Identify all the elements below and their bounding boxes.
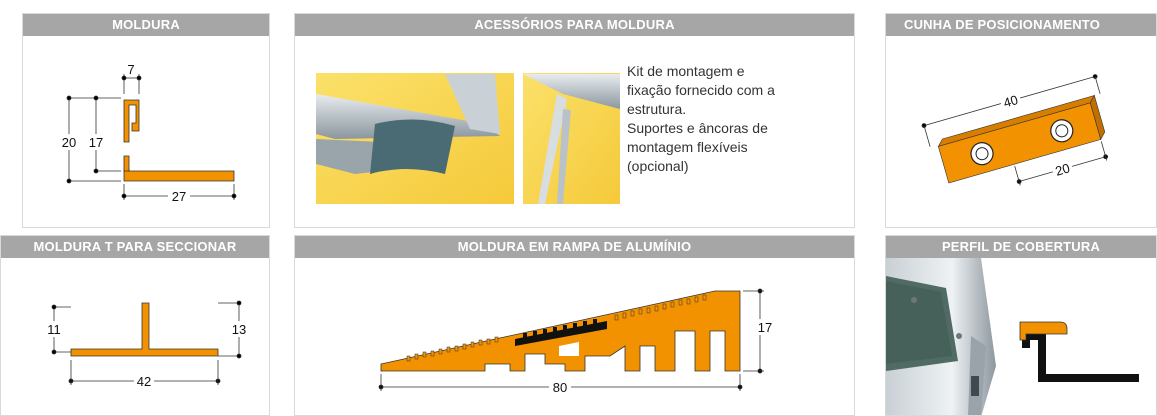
dim-height: 17 (758, 320, 772, 335)
dim-left: 11 (47, 322, 61, 337)
t-profile-shape (70, 302, 219, 357)
acessorios-description: Kit de montagem e fixação fornecido com … (627, 62, 827, 176)
cunha-drawing: 40 20 (921, 74, 1109, 186)
dim-length: 40 (1002, 92, 1020, 110)
moldura-profile-shape (123, 99, 140, 143)
panel-moldura: MOLDURA 7 20 17 27 (22, 13, 270, 228)
photo-mounting-kit (316, 73, 514, 204)
moldura-t-drawing: 11 13 42 (46, 300, 247, 389)
description-line: (opcional) (627, 158, 689, 174)
panel-cunha: CUNHA DE POSICIONAMENTO 40 20 (885, 13, 1157, 228)
description-line: Kit de montagem e (627, 63, 745, 79)
panel-rampa: MOLDURA EM RAMPA DE ALUMÍNIO (294, 235, 855, 416)
photo-mat-corner (886, 258, 996, 415)
photo-flexible-anchors (523, 73, 620, 204)
cover-profile-black (1022, 332, 1139, 382)
perfil-drawing (886, 258, 1139, 415)
description-line: Suportes e âncoras de (627, 120, 768, 136)
dim-spacing: 20 (1054, 160, 1072, 178)
dim-bottom: 27 (172, 189, 186, 204)
dim-left-inner: 17 (89, 135, 103, 150)
moldura-profile-drawing: 7 20 17 27 (62, 62, 237, 204)
panel-perfil: PERFIL DE COBERTURA (885, 235, 1157, 416)
panel-title: MOLDURA EM RAMPA DE ALUMÍNIO (295, 236, 854, 258)
ramp-insert (515, 321, 607, 346)
dim-left-outer: 20 (62, 135, 76, 150)
description-line: fixação fornecido com a (627, 82, 775, 98)
panel-moldura-t: MOLDURA T PARA SECCIONAR 11 13 42 (0, 235, 270, 416)
dim-bottom: 42 (137, 374, 151, 389)
acessorios-photos (316, 73, 620, 204)
description-line: estrutura. (627, 101, 687, 117)
moldura-base-shape (123, 168, 235, 182)
dim-length: 80 (553, 380, 567, 395)
description-line: montagem flexíveis (627, 139, 748, 155)
panel-title: ACESSÓRIOS PARA MOLDURA (295, 14, 854, 36)
rampa-drawing: 80 17 (378, 288, 773, 395)
dim-top: 7 (127, 62, 134, 77)
panel-title: MOLDURA T PARA SECCIONAR (1, 236, 269, 258)
cover-profile-orange (1019, 321, 1068, 341)
dim-right: 13 (232, 322, 246, 337)
panel-title: MOLDURA (23, 14, 269, 36)
panel-title: PERFIL DE COBERTURA (886, 236, 1156, 258)
panel-title: CUNHA DE POSICIONAMENTO (886, 14, 1156, 36)
cover-profile-drawing (1019, 321, 1139, 382)
panel-acessorios: ACESSÓRIOS PARA MOLDURA Kit de montage (294, 13, 855, 228)
